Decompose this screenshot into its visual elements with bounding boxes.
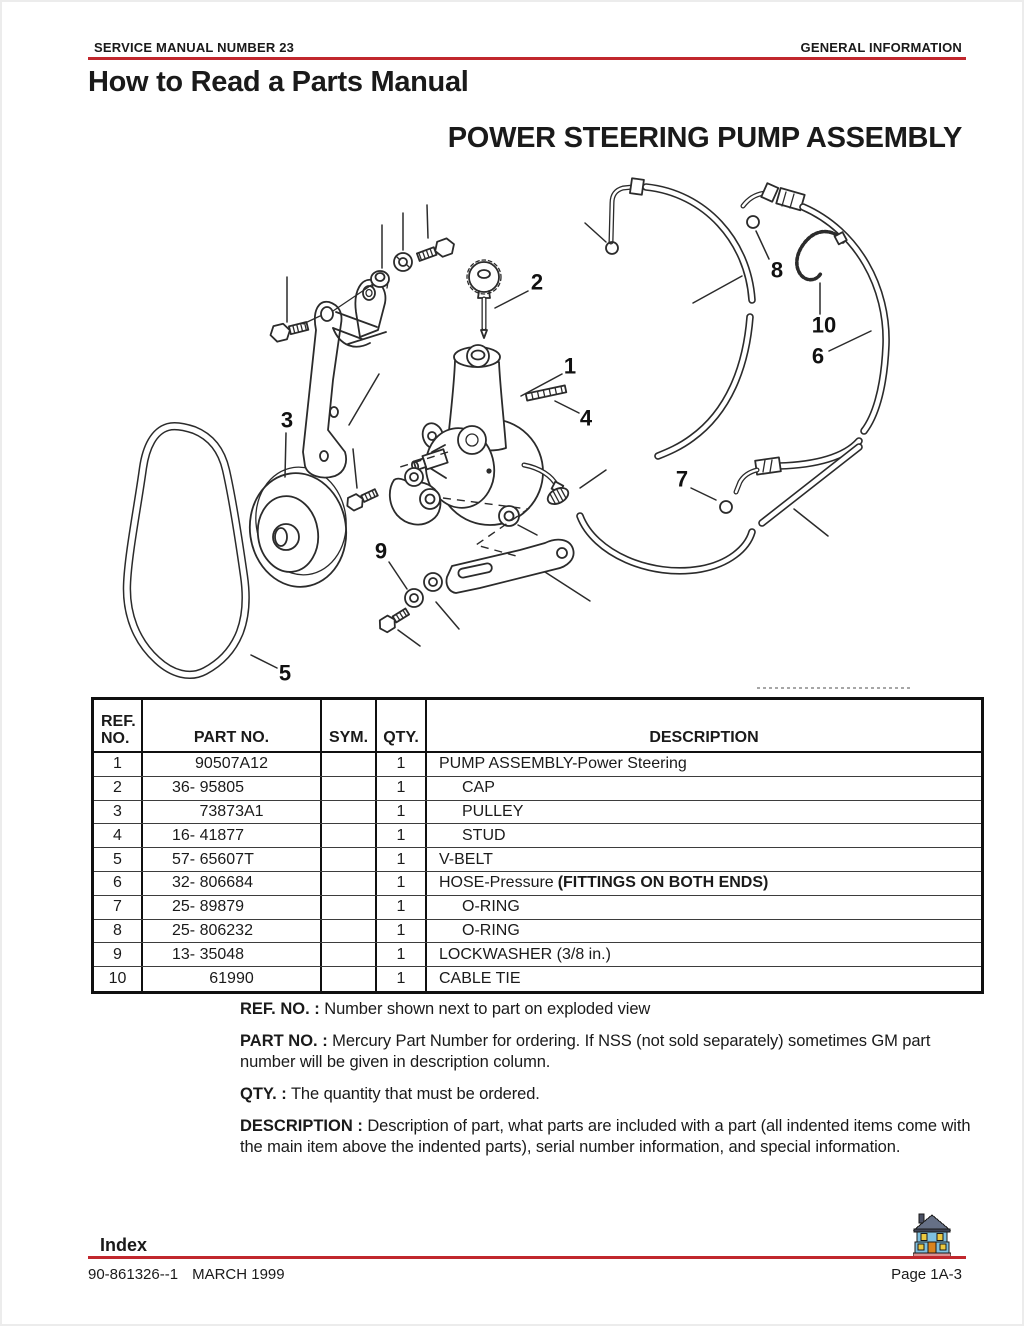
home-icon[interactable] (913, 1213, 951, 1257)
cap-dipstick-drawing (466, 259, 502, 339)
callout-5: 5 (278, 660, 292, 686)
column-header-part: PART NO. (143, 700, 322, 751)
column-header-qty: QTY. (377, 700, 427, 751)
header-left: SERVICE MANUAL NUMBER 23 (94, 40, 295, 55)
column-header-ref: REF. NO. (94, 700, 143, 751)
o-ring-drawing (746, 215, 760, 229)
diagram-title: POWER STEERING PUMP ASSEMBLY (447, 122, 963, 154)
note-part-no: PART NO. : Mercury Part Number for order… (240, 1032, 931, 1071)
callout-6: 6 (811, 343, 825, 369)
bolt-icon (378, 607, 411, 634)
footer-doc-info: 90-861326--1 MARCH 1999 (88, 1266, 285, 1283)
definition-notes: REF. NO. : Number shown next to part on … (240, 999, 988, 1169)
parts-table: REF. NO. PART NO. SYM. QTY. DESCRIPTION … (91, 697, 984, 994)
lockwasher-icon (393, 252, 413, 272)
column-header-sym: SYM. (322, 700, 377, 751)
callout-2: 2 (530, 269, 544, 295)
doc-date: MARCH 1999 (192, 1266, 285, 1283)
bolt-icon (346, 488, 379, 512)
parts-table-header: REF. NO. PART NO. SYM. QTY. DESCRIPTION (94, 700, 981, 753)
exploded-view-diagram (122, 177, 913, 689)
callout-7: 7 (675, 466, 689, 492)
mounting-bracket-drawing (302, 278, 387, 479)
footer-page-number: Page 1A-3 (891, 1266, 962, 1283)
washer-icon (404, 588, 424, 608)
callout-4: 4 (579, 405, 593, 431)
column-header-desc: DESCRIPTION (649, 729, 759, 746)
pivot-plate-drawing (388, 467, 442, 526)
support-arm-drawing (445, 538, 575, 594)
pump-assembly-drawing (411, 344, 565, 526)
washer-icon (423, 572, 443, 592)
o-ring-drawing (605, 241, 619, 255)
pulley-drawing (248, 466, 348, 588)
callout-9: 9 (374, 538, 388, 564)
bolt-icon (415, 237, 455, 262)
index-link[interactable]: Index (100, 1235, 148, 1255)
page-title: How to Read a Parts Manual (88, 66, 469, 98)
doc-number: 90-861326--1 (88, 1266, 179, 1283)
callout-3: 3 (280, 407, 294, 433)
leader-lines (250, 204, 872, 669)
v-belt-drawing (122, 422, 250, 679)
note-ref-no: REF. NO. : Number shown next to part on … (240, 1000, 651, 1018)
callout-10: 10 (811, 312, 837, 338)
center-lines (399, 451, 913, 689)
footer-rule (88, 1256, 966, 1259)
washer-icon (498, 505, 520, 527)
threaded-plug-icon (546, 487, 570, 505)
cable-tie-drawing (795, 229, 848, 282)
header-rule (88, 57, 966, 60)
nut-icon (370, 270, 390, 289)
stud-drawing (524, 384, 568, 402)
bolt-icon (269, 321, 310, 343)
hose-left-drawing (576, 177, 756, 575)
o-ring-drawing (719, 500, 733, 514)
note-description: DESCRIPTION : Description of part, what … (240, 1117, 971, 1156)
callout-8: 8 (770, 257, 784, 283)
header-right: GENERAL INFORMATION (800, 40, 962, 55)
callout-1: 1 (563, 353, 577, 379)
note-qty: QTY. : The quantity that must be ordered… (240, 1085, 540, 1103)
callout-layer: 1 2 3 4 5 6 7 8 9 10 (278, 257, 837, 686)
